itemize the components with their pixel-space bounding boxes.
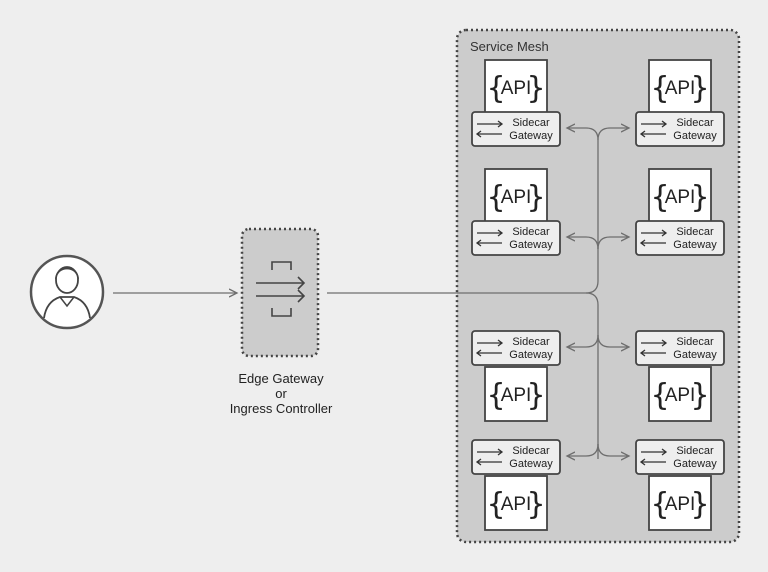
sidecar-label-line1: Sidecar bbox=[512, 226, 550, 238]
sidecar-label-line2: Gateway bbox=[509, 458, 553, 470]
api-box: {}API bbox=[648, 168, 712, 224]
sidecar-label-line1: Sidecar bbox=[676, 226, 714, 238]
api-label: API bbox=[501, 385, 532, 406]
sidecar-label-line1: Sidecar bbox=[676, 445, 714, 457]
bidirectional-arrows-icon bbox=[639, 120, 668, 138]
api-label: API bbox=[501, 78, 532, 99]
brace-left-icon: { bbox=[650, 378, 669, 413]
bidirectional-arrows-icon bbox=[475, 120, 504, 138]
sidecar-label-line1: Sidecar bbox=[512, 336, 550, 348]
bidirectional-arrows-icon bbox=[639, 229, 668, 247]
sidecar-label-line2: Gateway bbox=[673, 239, 717, 251]
brace-right-icon: } bbox=[690, 180, 709, 215]
brace-left-icon: { bbox=[486, 487, 505, 522]
api-label: API bbox=[665, 78, 696, 99]
brace-left-icon: { bbox=[486, 378, 505, 413]
bidirectional-arrows-icon bbox=[639, 339, 668, 357]
edge-gateway-label-line1: Edge Gateway bbox=[238, 371, 324, 386]
bidirectional-arrows-icon bbox=[475, 229, 504, 247]
sidecar-label-line2: Gateway bbox=[673, 130, 717, 142]
edge-gateway-label-line3: Ingress Controller bbox=[230, 401, 333, 416]
brace-right-icon: } bbox=[526, 487, 545, 522]
edge-gateway-label-line2: or bbox=[275, 386, 287, 401]
sidecar-label-line1: Sidecar bbox=[512, 445, 550, 457]
api-label: API bbox=[665, 494, 696, 515]
api-label: API bbox=[501, 187, 532, 208]
brace-right-icon: } bbox=[690, 487, 709, 522]
sidecar-label-line2: Gateway bbox=[509, 239, 553, 251]
brace-left-icon: { bbox=[650, 487, 669, 522]
brace-left-icon: { bbox=[486, 71, 505, 106]
api-box: {}API bbox=[484, 475, 548, 531]
bidirectional-arrows-icon bbox=[475, 448, 504, 466]
gateway-arrows-icon bbox=[256, 261, 306, 317]
brace-right-icon: } bbox=[690, 378, 709, 413]
api-box: {}API bbox=[484, 168, 548, 224]
brace-right-icon: } bbox=[526, 378, 545, 413]
sidecar-label-line2: Gateway bbox=[673, 349, 717, 361]
bidirectional-arrows-icon bbox=[475, 339, 504, 357]
api-label: API bbox=[665, 187, 696, 208]
bidirectional-arrows-icon bbox=[639, 448, 668, 466]
api-box: {}API bbox=[484, 59, 548, 115]
api-box: {}API bbox=[648, 475, 712, 531]
user-icon bbox=[29, 254, 105, 330]
edge-gateway-box bbox=[240, 227, 320, 358]
brace-left-icon: { bbox=[650, 71, 669, 106]
sidecar-label-line2: Gateway bbox=[673, 458, 717, 470]
api-box: {}API bbox=[484, 366, 548, 422]
brace-right-icon: } bbox=[526, 180, 545, 215]
api-box: {}API bbox=[648, 366, 712, 422]
brace-right-icon: } bbox=[690, 71, 709, 106]
sidecar-label-line1: Sidecar bbox=[676, 117, 714, 129]
sidecar-label-line1: Sidecar bbox=[512, 117, 550, 129]
brace-right-icon: } bbox=[526, 71, 545, 106]
sidecar-label-line2: Gateway bbox=[509, 349, 553, 361]
api-label: API bbox=[501, 494, 532, 515]
mesh-connector-lines bbox=[327, 128, 629, 459]
brace-left-icon: { bbox=[650, 180, 669, 215]
sidecar-label-line2: Gateway bbox=[509, 130, 553, 142]
service-mesh-title: Service Mesh bbox=[470, 39, 549, 54]
api-box: {}API bbox=[648, 59, 712, 115]
brace-left-icon: { bbox=[486, 180, 505, 215]
sidecar-label-line1: Sidecar bbox=[676, 336, 714, 348]
api-label: API bbox=[665, 385, 696, 406]
